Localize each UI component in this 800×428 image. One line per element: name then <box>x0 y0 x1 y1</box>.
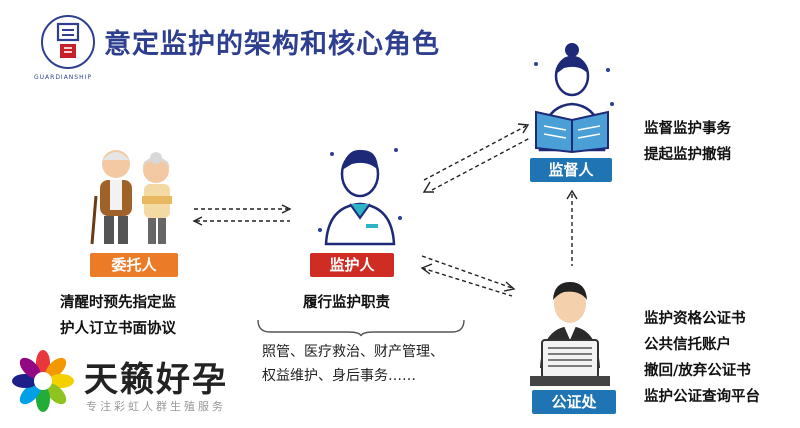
reader-woman-icon <box>534 43 614 154</box>
guardianship-logo-icon <box>41 15 95 69</box>
notary-clerk-icon <box>530 282 610 386</box>
duties-bracket <box>257 319 465 337</box>
guardian-duties-line-1: 照管、医疗救治、财产管理、 <box>262 344 444 360</box>
notary-desc-line-1: 监护资格公证书 <box>644 311 746 327</box>
notary-desc-line-4: 监护公证查询平台 <box>644 389 760 405</box>
guardian-duty-title: 履行监护职责 <box>303 295 390 311</box>
guardian-notary-arrows <box>420 255 516 297</box>
supervisor-desc-line-2: 提起监护撤销 <box>644 147 731 163</box>
page-title: 意定监护的架构和核心角色 <box>104 29 440 60</box>
supervisor-label: 监督人 <box>530 158 612 182</box>
guardian-label: 监护人 <box>310 253 394 277</box>
principal-desc-line-2: 护人订立书面协议 <box>60 321 176 337</box>
notary-desc-line-3: 撤回/放弃公证书 <box>644 363 751 379</box>
elderly-couple-icon <box>90 150 172 245</box>
notary-label: 公证处 <box>532 390 616 414</box>
principal-desc-line-1: 清醒时预先指定监 <box>60 295 176 311</box>
supervisor-desc-line-1: 监督监护事务 <box>644 121 731 137</box>
notary-desc-line-2: 公共信托账户 <box>644 337 731 353</box>
guardian-person-icon <box>318 148 402 246</box>
guardian-supervisor-arrows <box>422 123 531 193</box>
logo-text: GUARDIANSHIP <box>34 74 93 81</box>
rainbow-flower-icon <box>12 350 74 412</box>
watermark-subtitle: 专注彩虹人群生殖服务 <box>86 400 226 413</box>
guardian-duties-line-2: 权益维护、身后事务…… <box>262 368 416 384</box>
watermark-name: 天籁好孕 <box>84 360 228 400</box>
principal-guardian-arrows <box>192 204 292 226</box>
principal-label: 委托人 <box>90 253 178 277</box>
notary-supervisor-arrow <box>566 189 578 266</box>
